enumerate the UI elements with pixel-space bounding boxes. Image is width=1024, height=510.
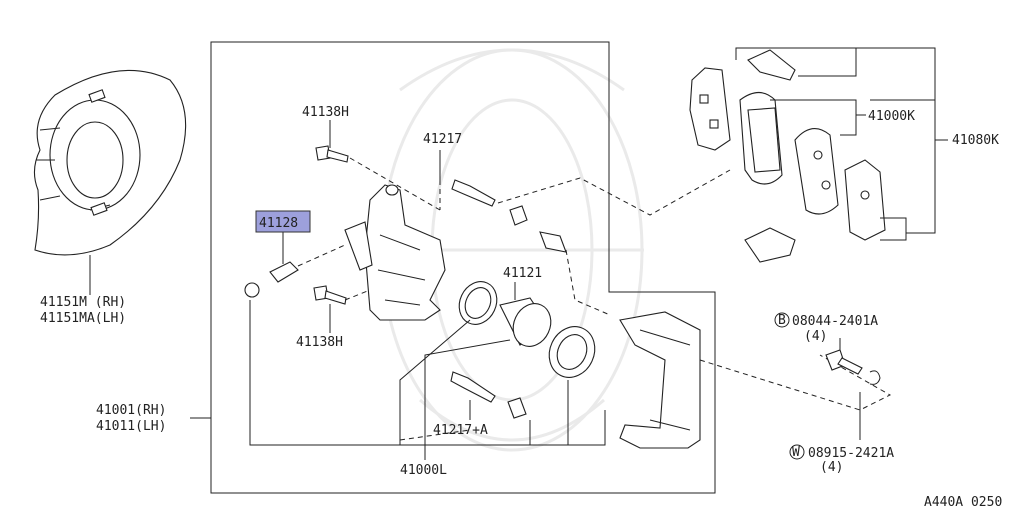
figure-id: A440A 0250 [924, 495, 1002, 510]
pad-clip-top[interactable] [747, 49, 796, 81]
label-41011-lh[interactable]: 41011(LH) [96, 419, 166, 434]
mounting-bolt-part[interactable] [825, 349, 863, 375]
pad-clip-bottom[interactable] [744, 227, 796, 263]
label-41138h-bottom[interactable]: 41138H [296, 335, 343, 350]
label-41128[interactable]: 41128 [259, 216, 298, 231]
lock-washer-part[interactable] [869, 370, 881, 385]
label-bolt-qty: (4) [804, 329, 827, 344]
label-bolt-code[interactable]: 08044-2401A [792, 314, 878, 329]
piston-boot-part[interactable] [541, 319, 603, 385]
brake-pad-outer[interactable] [794, 128, 839, 215]
dust-shield-part[interactable] [33, 69, 187, 256]
guide-bolt-bottom[interactable] [313, 285, 347, 305]
caliper-assembly-frame [210, 41, 716, 494]
label-41151ma-lh[interactable]: 41151MA(LH) [40, 311, 126, 326]
watermark-emblem [380, 48, 644, 452]
label-washer-qty: (4) [820, 460, 843, 475]
bleeder-screw-part[interactable] [244, 261, 299, 298]
label-41217a[interactable]: 41217+A [433, 423, 488, 438]
piston-part[interactable] [499, 297, 558, 352]
bolt-marker-circle [774, 312, 790, 328]
torque-member-part[interactable] [619, 311, 701, 449]
washer-marker-letter: W [792, 445, 800, 460]
piston-seal-part[interactable] [452, 275, 503, 330]
label-41080k[interactable]: 41080K [952, 133, 999, 148]
brake-pad-inner[interactable] [739, 91, 783, 185]
label-41151m-rh[interactable]: 41151M (RH) [40, 295, 126, 310]
bolt-marker-letter: B [778, 313, 786, 328]
pad-shim-outer[interactable] [844, 159, 886, 241]
slide-pin-bottom[interactable] [450, 371, 527, 419]
label-41000l[interactable]: 41000L [400, 463, 447, 478]
label-41138h-top[interactable]: 41138H [302, 105, 349, 120]
caliper-body-part[interactable] [344, 184, 446, 321]
highlight-41128 [255, 210, 311, 233]
label-41121[interactable]: 41121 [503, 266, 542, 281]
guide-bolt-top[interactable] [315, 145, 349, 163]
reference-lines [190, 120, 861, 460]
group-brackets [735, 47, 948, 241]
label-41217-top[interactable]: 41217 [423, 132, 462, 147]
label-41001-rh[interactable]: 41001(RH) [96, 403, 166, 418]
slide-pin-top[interactable] [451, 179, 567, 253]
label-washer-code[interactable]: 08915-2421A [808, 446, 894, 461]
label-41000k[interactable]: 41000K [868, 109, 915, 124]
washer-marker-circle [789, 444, 805, 460]
leader-lines [297, 157, 892, 441]
pad-shim-inner[interactable] [689, 67, 731, 151]
